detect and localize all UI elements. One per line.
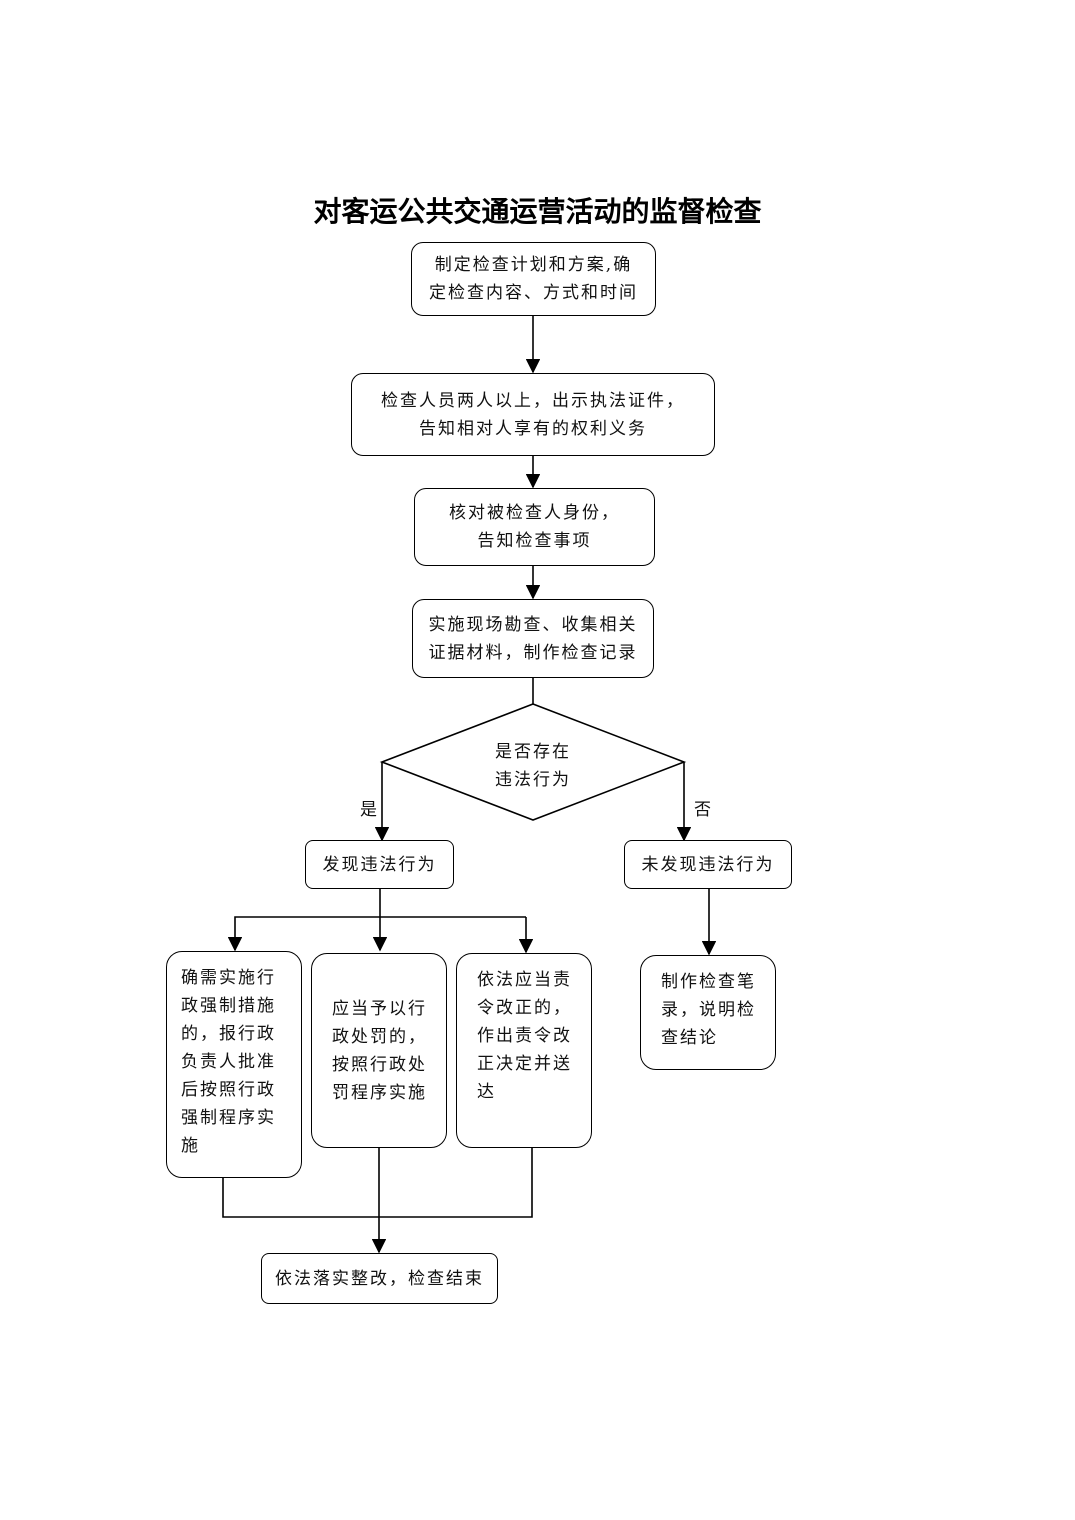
step-present-credentials: 检查人员两人以上，出示执法证件， 告知相对人享有的权利义务 xyxy=(351,373,715,456)
decision-text: 是否存在 违法行为 xyxy=(495,742,571,790)
step-coercive-measures: 确需实施行 政强制措施 的，报行政 负责人批准 后按照行政 强制程序实 施 xyxy=(166,951,302,1178)
step-administrative-penalty: 应当予以行 政处罚的， 按照行政处 罚程序实施 xyxy=(311,953,447,1148)
branch-no-label: 否 xyxy=(694,800,713,820)
line-coercive-merge xyxy=(222,1147,533,1218)
step-verify-identity: 核对被检查人身份， 告知检查事项 xyxy=(414,488,655,566)
step-plan: 制定检查计划和方案,确 定检查内容、方式和时间 xyxy=(411,242,656,316)
step-inspect-onsite: 实施现场勘查、收集相关 证据材料，制作检查记录 xyxy=(412,599,654,678)
step-make-record: 制作检查笔 录，说明检 查结论 xyxy=(640,955,776,1070)
decision-diamond xyxy=(379,703,687,821)
branch-yes-label: 是 xyxy=(360,800,379,820)
line-to-coercive xyxy=(227,916,306,952)
page-title: 对客运公共交通运营活动的监督检查 xyxy=(313,195,762,228)
step-end: 依法落实整改，检查结束 xyxy=(261,1253,498,1304)
step-violation-found: 发现违法行为 xyxy=(305,840,454,889)
step-no-violation: 未发现违法行为 xyxy=(624,840,792,889)
step-order-rectification: 依法应当责 令改正的， 作出责令改 正决定并送 达 xyxy=(456,953,592,1148)
